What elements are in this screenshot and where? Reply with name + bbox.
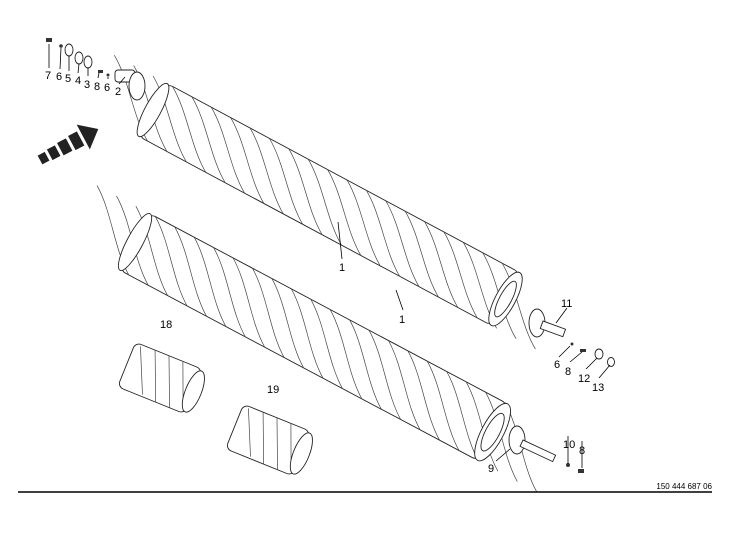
callout-7: 7 xyxy=(45,70,51,82)
spiral-flute xyxy=(404,210,439,298)
spiral-flute xyxy=(407,350,440,441)
spiral-flute xyxy=(252,268,285,358)
hardware-right xyxy=(508,308,615,473)
callout-19: 19 xyxy=(267,384,279,396)
spiral-flute xyxy=(307,158,342,246)
spiral-flute xyxy=(152,75,187,163)
callout-8c: 8 xyxy=(579,445,585,457)
spiral-flute xyxy=(135,206,168,296)
drawing-number: 150 444 687 06 xyxy=(656,482,712,491)
spiral-flute xyxy=(501,262,536,350)
roller-segment-18 xyxy=(118,343,205,413)
spiral-flute xyxy=(172,86,207,173)
hardware-top-left xyxy=(46,38,146,101)
callout-4: 4 xyxy=(75,75,81,87)
spiral-flute xyxy=(249,127,284,215)
spiral-flute xyxy=(388,340,421,431)
spiral-flute xyxy=(310,299,343,389)
callout-10: 10 xyxy=(563,439,575,451)
spiral-flute xyxy=(346,179,381,267)
callout-6c: 6 xyxy=(554,359,560,371)
spiral-flute xyxy=(290,288,324,379)
spiral-flute xyxy=(191,96,226,183)
spiral-flute xyxy=(329,309,363,400)
leader-lines xyxy=(48,44,611,468)
callout-3: 3 xyxy=(84,79,90,91)
spiral-flute xyxy=(327,169,362,256)
spiral-flute xyxy=(155,216,188,307)
callout-2: 2 xyxy=(115,86,121,98)
callout-11: 11 xyxy=(561,298,572,310)
spiral-flute xyxy=(213,247,246,338)
spiral-flute xyxy=(465,381,499,472)
spiral-flute xyxy=(424,221,459,308)
callout-labels: 7 6 5 4 3 8 6 2 1 1 11 6 8 12 13 10 8 9 … xyxy=(45,70,604,475)
spiral-flute xyxy=(349,319,382,410)
spiral-flute xyxy=(366,190,400,277)
spiral-flute xyxy=(385,200,420,287)
callout-9: 9 xyxy=(488,463,494,475)
callout-18: 18 xyxy=(160,319,172,331)
callout-5: 5 xyxy=(65,73,71,85)
callout-13: 13 xyxy=(592,382,604,394)
spiral-flute xyxy=(210,107,245,194)
spiral-flute xyxy=(426,360,460,451)
spiral-flute xyxy=(288,148,323,235)
callout-6b: 6 xyxy=(104,82,110,94)
roller-upper xyxy=(113,55,536,350)
callout-8b: 8 xyxy=(565,366,571,378)
callout-1-upper: 1 xyxy=(339,262,345,274)
callout-12: 12 xyxy=(578,373,590,385)
callout-6: 6 xyxy=(56,71,62,83)
spiral-flute xyxy=(193,237,227,327)
spiral-flute xyxy=(174,226,207,317)
spiral-flute xyxy=(443,231,478,319)
direction-arrow-icon xyxy=(37,124,99,165)
spiral-flute xyxy=(368,330,402,420)
spiral-flute xyxy=(232,257,266,348)
spiral-flute xyxy=(230,117,265,204)
spiral-flute xyxy=(269,138,304,225)
callout-8: 8 xyxy=(94,81,100,93)
spiral-flute xyxy=(271,278,304,369)
roller-segment-19 xyxy=(226,405,313,475)
callout-1-lower: 1 xyxy=(399,314,405,326)
roller-lower xyxy=(96,185,538,493)
